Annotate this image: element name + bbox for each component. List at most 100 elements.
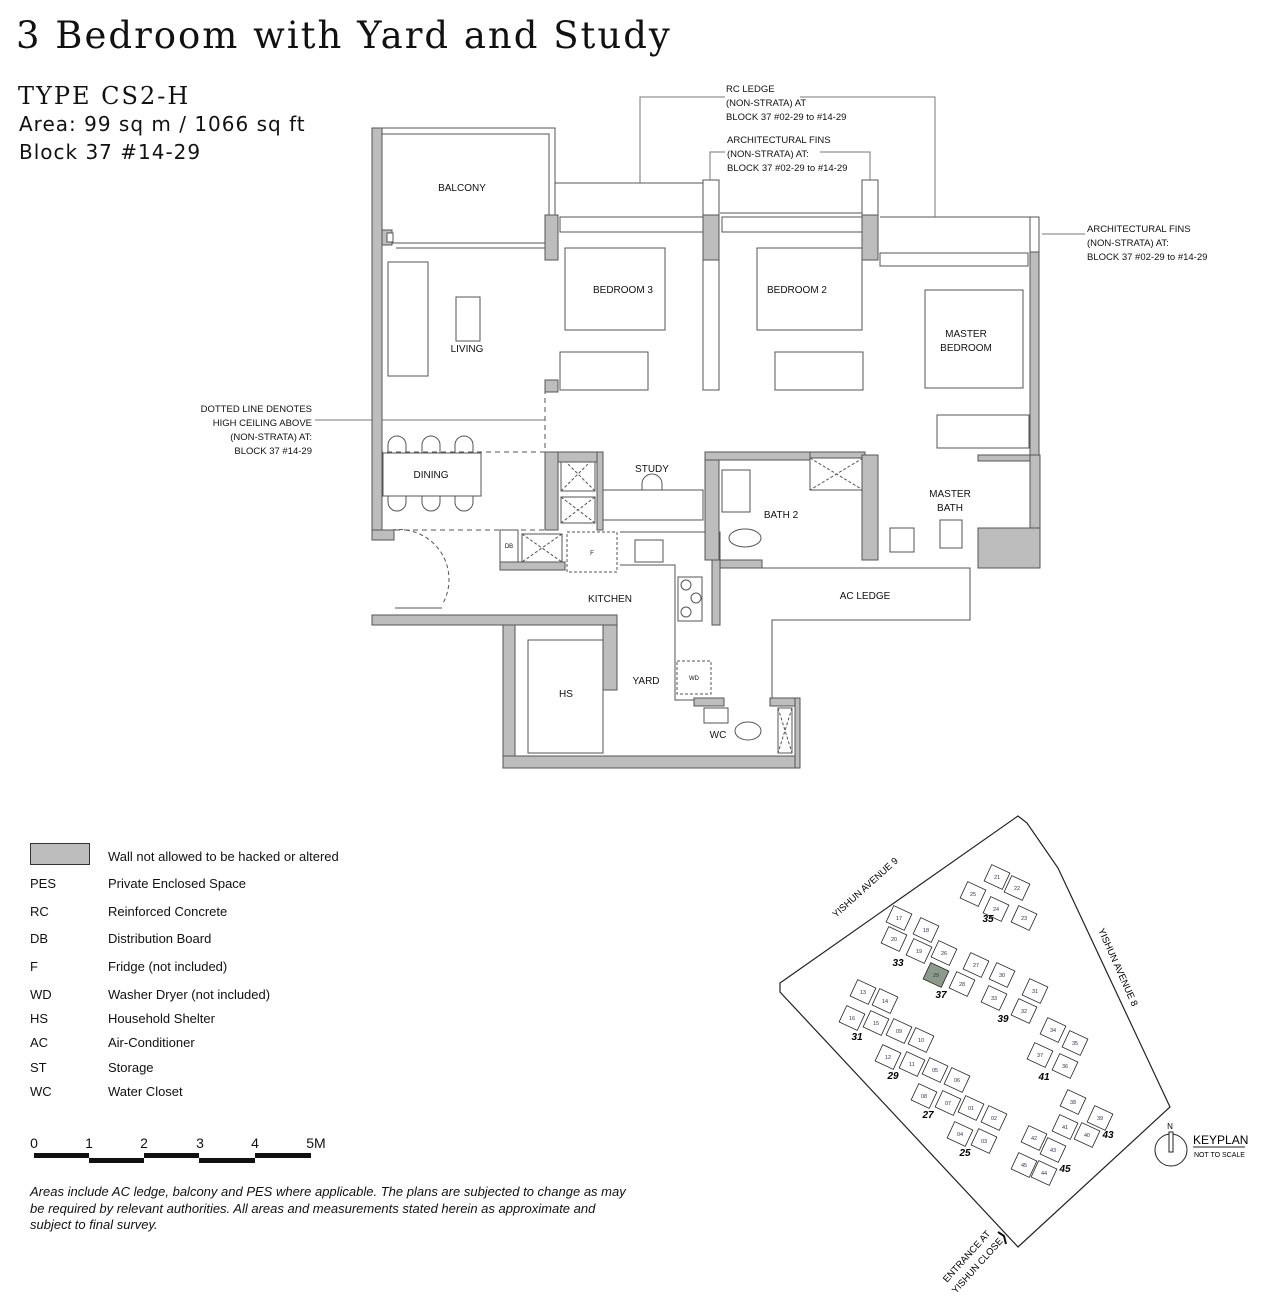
legend-abbr: F bbox=[30, 959, 38, 974]
keyplan-block-number: 35 bbox=[982, 914, 994, 925]
legend-abbr: AC bbox=[30, 1035, 49, 1050]
keyplan-unit-number: 28 bbox=[959, 982, 965, 988]
room-label-kitchen: KITCHEN bbox=[588, 594, 632, 605]
legend-item: F Fridge (not included) bbox=[30, 959, 227, 974]
legend-text: Fridge (not included) bbox=[108, 959, 228, 974]
note-dotted-line: DOTTED LINE DENOTES bbox=[201, 404, 312, 415]
keyplan-unit-number: 38 bbox=[1070, 1100, 1076, 1106]
keyplan-unit-number: 17 bbox=[896, 916, 902, 922]
db-label: DB bbox=[505, 544, 513, 550]
keyplan-unit-number: 34 bbox=[1050, 1028, 1056, 1034]
legend-text: Water Closet bbox=[108, 1084, 183, 1099]
room-label-hs: HS bbox=[559, 689, 573, 700]
room-label-dining: DINING bbox=[414, 470, 449, 481]
wall-swatch bbox=[30, 843, 90, 865]
note-fins-right: ARCHITECTURAL FINS bbox=[1087, 224, 1191, 235]
room-label-bedroom-3: BEDROOM 3 bbox=[593, 285, 653, 296]
keyplan-unit bbox=[912, 917, 940, 943]
keyplan-block-number: 37 bbox=[935, 990, 947, 1001]
legend-abbr: WC bbox=[30, 1084, 52, 1099]
keyplan-unit-number: 02 bbox=[991, 1116, 997, 1122]
scale-tick-label: 5M bbox=[306, 1135, 325, 1151]
keyplan-unit-number: 31 bbox=[1032, 989, 1038, 995]
legend-abbr: RC bbox=[30, 904, 49, 919]
keyplan-unit-number: 13 bbox=[860, 990, 866, 996]
keyplan-unit bbox=[1061, 1030, 1089, 1056]
keyplan-unit-number: 33 bbox=[991, 996, 997, 1002]
north-label: N bbox=[1167, 1122, 1173, 1131]
keyplan-unit-number: 26 bbox=[941, 951, 947, 957]
keyplan-unit bbox=[838, 1005, 866, 1031]
keyplan-block-number: 45 bbox=[1058, 1164, 1071, 1175]
keyplan-unit-number: 37 bbox=[1037, 1053, 1043, 1059]
keyplan-unit-number: 14 bbox=[882, 999, 888, 1005]
keyplan-unit-highlighted bbox=[922, 962, 950, 988]
keyplan-block-number: 39 bbox=[997, 1014, 1009, 1025]
keyplan-unit-number: 20 bbox=[891, 937, 897, 943]
keyplan-unit-number: 04 bbox=[957, 1132, 963, 1138]
legend-abbr: DB bbox=[30, 931, 49, 946]
keyplan-unit-number: 29 bbox=[933, 973, 939, 979]
keyplan-block-number: 31 bbox=[851, 1032, 863, 1043]
keyplan-unit bbox=[905, 938, 933, 964]
keyplan-unit-number: 27 bbox=[973, 963, 979, 969]
note-rc-ledge: RC LEDGE bbox=[726, 84, 775, 95]
keyplan-unit-number: 45 bbox=[1021, 1163, 1027, 1169]
room-label-master-bedroom: MASTER bbox=[945, 329, 987, 340]
keyplan-title: KEYPLAN bbox=[1193, 1133, 1248, 1147]
keyplan-unit bbox=[982, 896, 1010, 922]
keyplan-unit bbox=[898, 1051, 926, 1077]
keyplan-unit bbox=[871, 988, 899, 1014]
keyplan-unit bbox=[849, 979, 877, 1005]
page-title: 3 Bedroom with Yard and Study bbox=[16, 14, 672, 57]
keyplan-unit bbox=[1020, 1125, 1048, 1151]
room-label-study: STUDY bbox=[635, 464, 669, 475]
keyplan-unit bbox=[988, 962, 1016, 988]
keyplan-unit bbox=[1086, 1105, 1114, 1131]
scale-tick-label: 3 bbox=[196, 1135, 204, 1151]
keyplan-unit bbox=[1073, 1122, 1101, 1148]
keyplan-unit bbox=[874, 1044, 902, 1070]
room-label-bath-2: BATH 2 bbox=[764, 510, 799, 521]
keyplan-unit bbox=[1051, 1114, 1079, 1140]
keyplan-unit bbox=[934, 1090, 962, 1116]
unit-block: Block 37 #14-29 bbox=[19, 140, 202, 164]
note-fins-right: (NON-STRATA) AT: bbox=[1087, 238, 1169, 249]
keyplan-block-number: 25 bbox=[958, 1148, 971, 1159]
keyplan-unit bbox=[980, 1105, 1008, 1131]
keyplan-unit bbox=[1010, 1152, 1038, 1178]
note-dotted-line: (NON-STRATA) AT: bbox=[230, 432, 312, 443]
unit-area: Area: 99 sq m / 1066 sq ft bbox=[19, 112, 306, 136]
note-rc-ledge: (NON-STRATA) AT bbox=[726, 98, 806, 109]
room-label-living: LIVING bbox=[451, 344, 484, 355]
keyplan-block-number: 27 bbox=[921, 1110, 934, 1121]
scale-tick-label: 4 bbox=[251, 1135, 259, 1151]
keyplan-unit bbox=[959, 881, 987, 907]
keyplan-unit bbox=[980, 985, 1008, 1011]
keyplan-unit bbox=[885, 905, 913, 931]
room-label-master-bath: BATH bbox=[937, 503, 963, 514]
keyplan-unit-number: 11 bbox=[909, 1062, 915, 1068]
architectural-fin bbox=[702, 179, 720, 216]
keyplan-unit bbox=[880, 926, 908, 952]
room-label-master-bath: MASTER bbox=[929, 489, 971, 500]
keyplan-unit-number: 30 bbox=[999, 973, 1005, 979]
legend-item: Wall not allowed to be hacked or altered bbox=[30, 849, 339, 864]
keyplan-unit-number: 32 bbox=[1021, 1009, 1027, 1015]
keyplan-unit-number: 24 bbox=[993, 907, 999, 913]
keyplan-unit bbox=[862, 1010, 890, 1036]
keyplan-unit bbox=[1003, 875, 1031, 901]
keyplan-unit bbox=[1039, 1017, 1067, 1043]
room-label-ac-ledge: AC LEDGE bbox=[840, 591, 891, 602]
keyplan-unit-number: 16 bbox=[849, 1016, 855, 1022]
site-boundary bbox=[779, 815, 1171, 1248]
legend-abbr: WD bbox=[30, 987, 52, 1002]
note-fins-right: BLOCK 37 #02-29 to #14-29 bbox=[1087, 252, 1207, 263]
keyplan-unit bbox=[885, 1018, 913, 1044]
